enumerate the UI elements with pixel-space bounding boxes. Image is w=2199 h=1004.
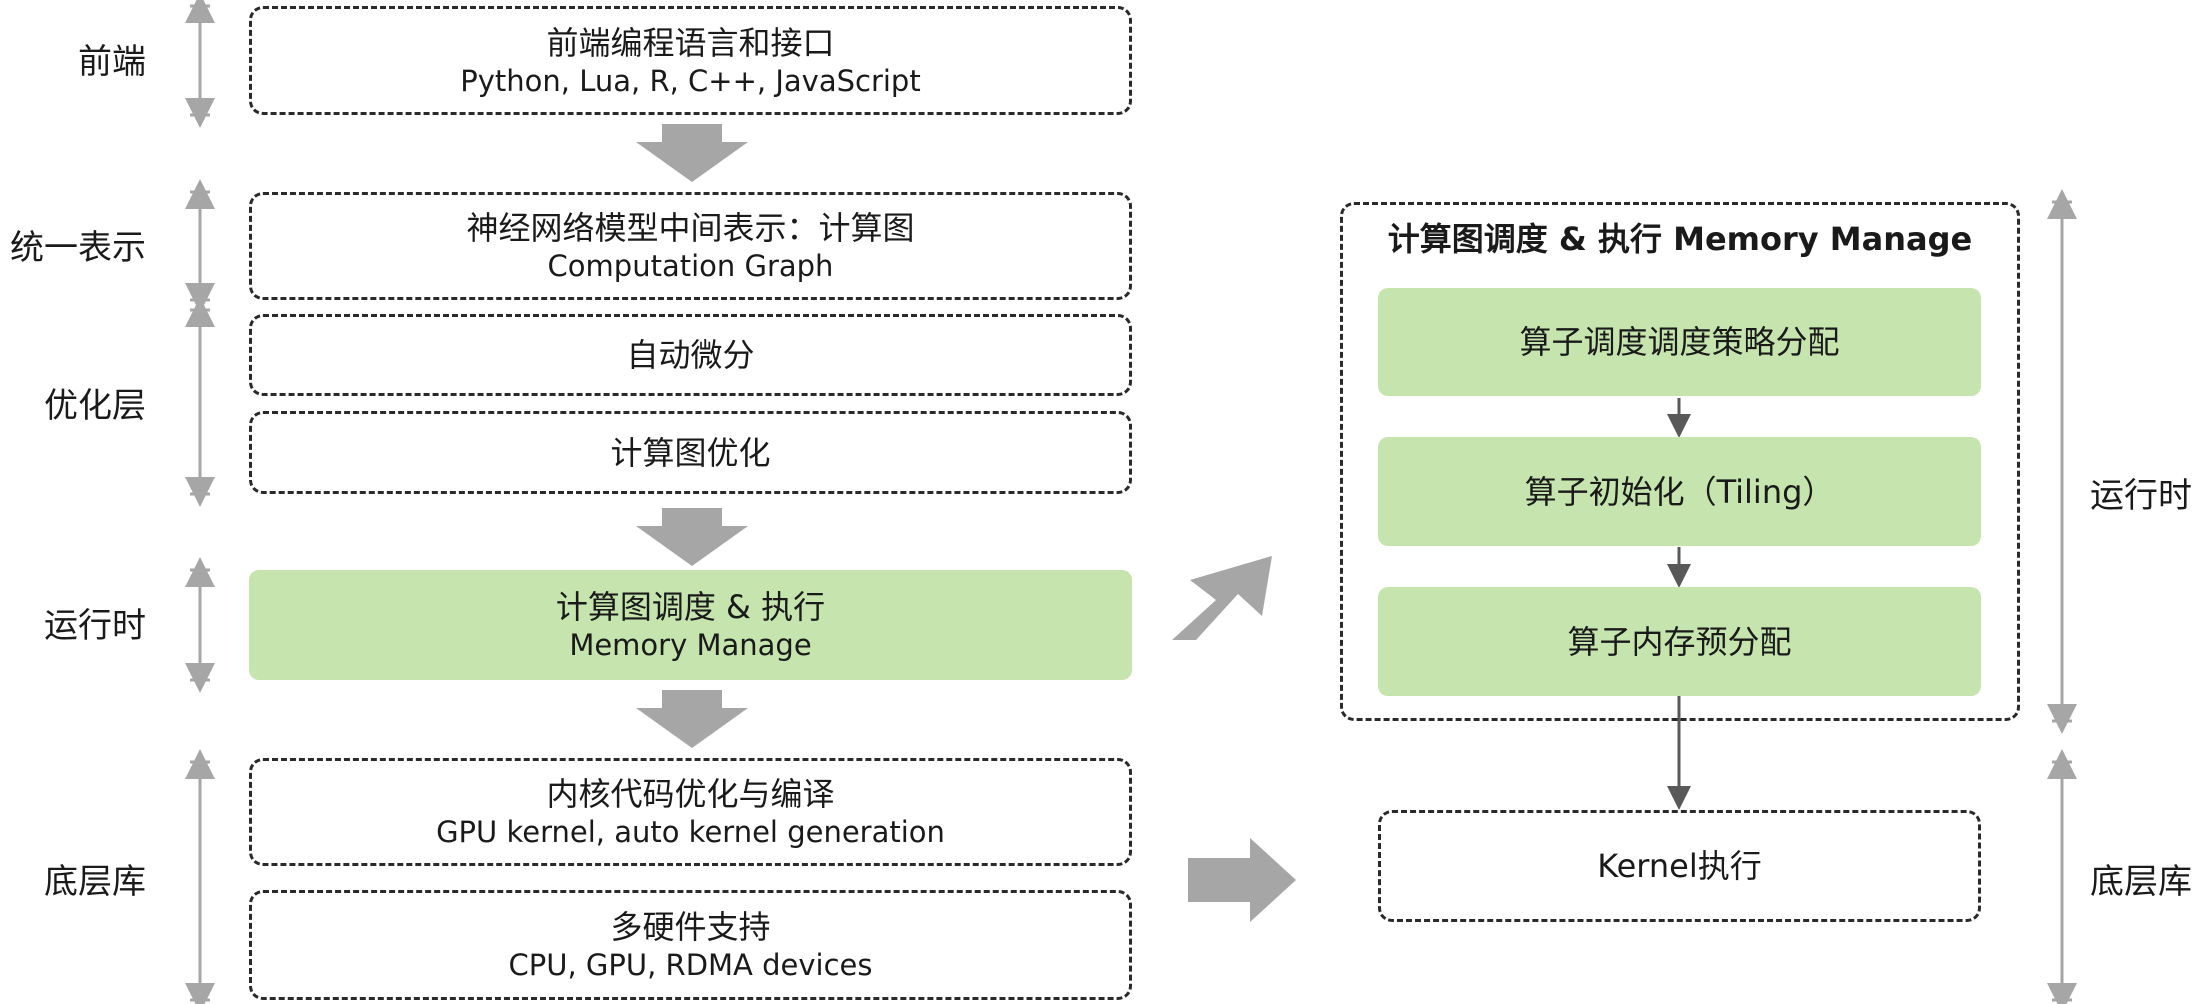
step-schedule-box: 算子调度调度策略分配 <box>1378 288 1981 396</box>
kernel-title: 内核代码优化与编译 <box>546 775 835 813</box>
autodiff-box: 自动微分 <box>249 314 1132 396</box>
right-arrow <box>1188 838 1296 922</box>
hardware-subtitle: CPU, GPU, RDMA devices <box>508 948 873 982</box>
label-lowlevel: 底层库 <box>44 862 146 902</box>
runtime-subtitle: Memory Manage <box>569 628 812 662</box>
frontend-box: 前端编程语言和接口 Python, Lua, R, C++, JavaScrip… <box>249 6 1132 115</box>
range-bracket-right-runtime <box>2047 189 2077 734</box>
down-arrow-1 <box>636 124 748 182</box>
runtime-detail-title: 计算图调度 & 执行 Memory Manage <box>1387 220 1973 258</box>
hardware-title: 多硬件支持 <box>610 908 771 946</box>
diagonal-arrow <box>1172 556 1272 640</box>
range-bracket-right-lowlevel <box>2047 749 2077 1004</box>
label-frontend: 前端 <box>78 42 146 82</box>
down-arrow-2 <box>636 508 748 566</box>
label-right-runtime: 运行时 <box>2090 476 2192 516</box>
range-bracket-lowlevel <box>185 749 215 1004</box>
range-bracket-runtime <box>185 557 215 693</box>
step-schedule-label: 算子调度调度策略分配 <box>1519 323 1840 361</box>
runtime-title: 计算图调度 & 执行 <box>555 588 826 626</box>
step-init-label: 算子初始化（Tiling） <box>1524 472 1835 511</box>
hardware-box: 多硬件支持 CPU, GPU, RDMA devices <box>249 890 1132 1000</box>
graph-subtitle: Computation Graph <box>547 249 834 283</box>
step-memory-box: 算子内存预分配 <box>1378 587 1981 696</box>
label-optimize: 优化层 <box>44 386 146 426</box>
runtime-box: 计算图调度 & 执行 Memory Manage <box>249 570 1132 680</box>
range-bracket-unified <box>185 179 215 313</box>
label-runtime: 运行时 <box>44 606 146 646</box>
kernel-exec-box: Kernel执行 <box>1378 810 1981 922</box>
graph-opt-box: 计算图优化 <box>249 411 1132 494</box>
kernel-subtitle: GPU kernel, auto kernel generation <box>436 815 945 849</box>
range-bracket-optimize <box>185 297 215 507</box>
graph-box: 神经网络模型中间表示：计算图 Computation Graph <box>249 192 1132 300</box>
kernel-exec-label: Kernel执行 <box>1597 847 1762 885</box>
graph-opt-label: 计算图优化 <box>610 433 771 472</box>
step-memory-label: 算子内存预分配 <box>1567 622 1792 661</box>
down-arrow-3 <box>636 690 748 748</box>
graph-title: 神经网络模型中间表示：计算图 <box>466 209 915 247</box>
label-unified: 统一表示 <box>10 228 146 268</box>
label-right-lowlevel: 底层库 <box>2090 862 2192 902</box>
frontend-title: 前端编程语言和接口 <box>546 23 835 62</box>
autodiff-label: 自动微分 <box>626 336 755 374</box>
runtime-detail-panel: 计算图调度 & 执行 Memory Manage <box>1340 202 2020 721</box>
kernel-box: 内核代码优化与编译 GPU kernel, auto kernel genera… <box>249 758 1132 866</box>
frontend-subtitle: Python, Lua, R, C++, JavaScript <box>460 63 921 98</box>
range-bracket-frontend <box>185 0 215 128</box>
step-init-box: 算子初始化（Tiling） <box>1378 437 1981 546</box>
